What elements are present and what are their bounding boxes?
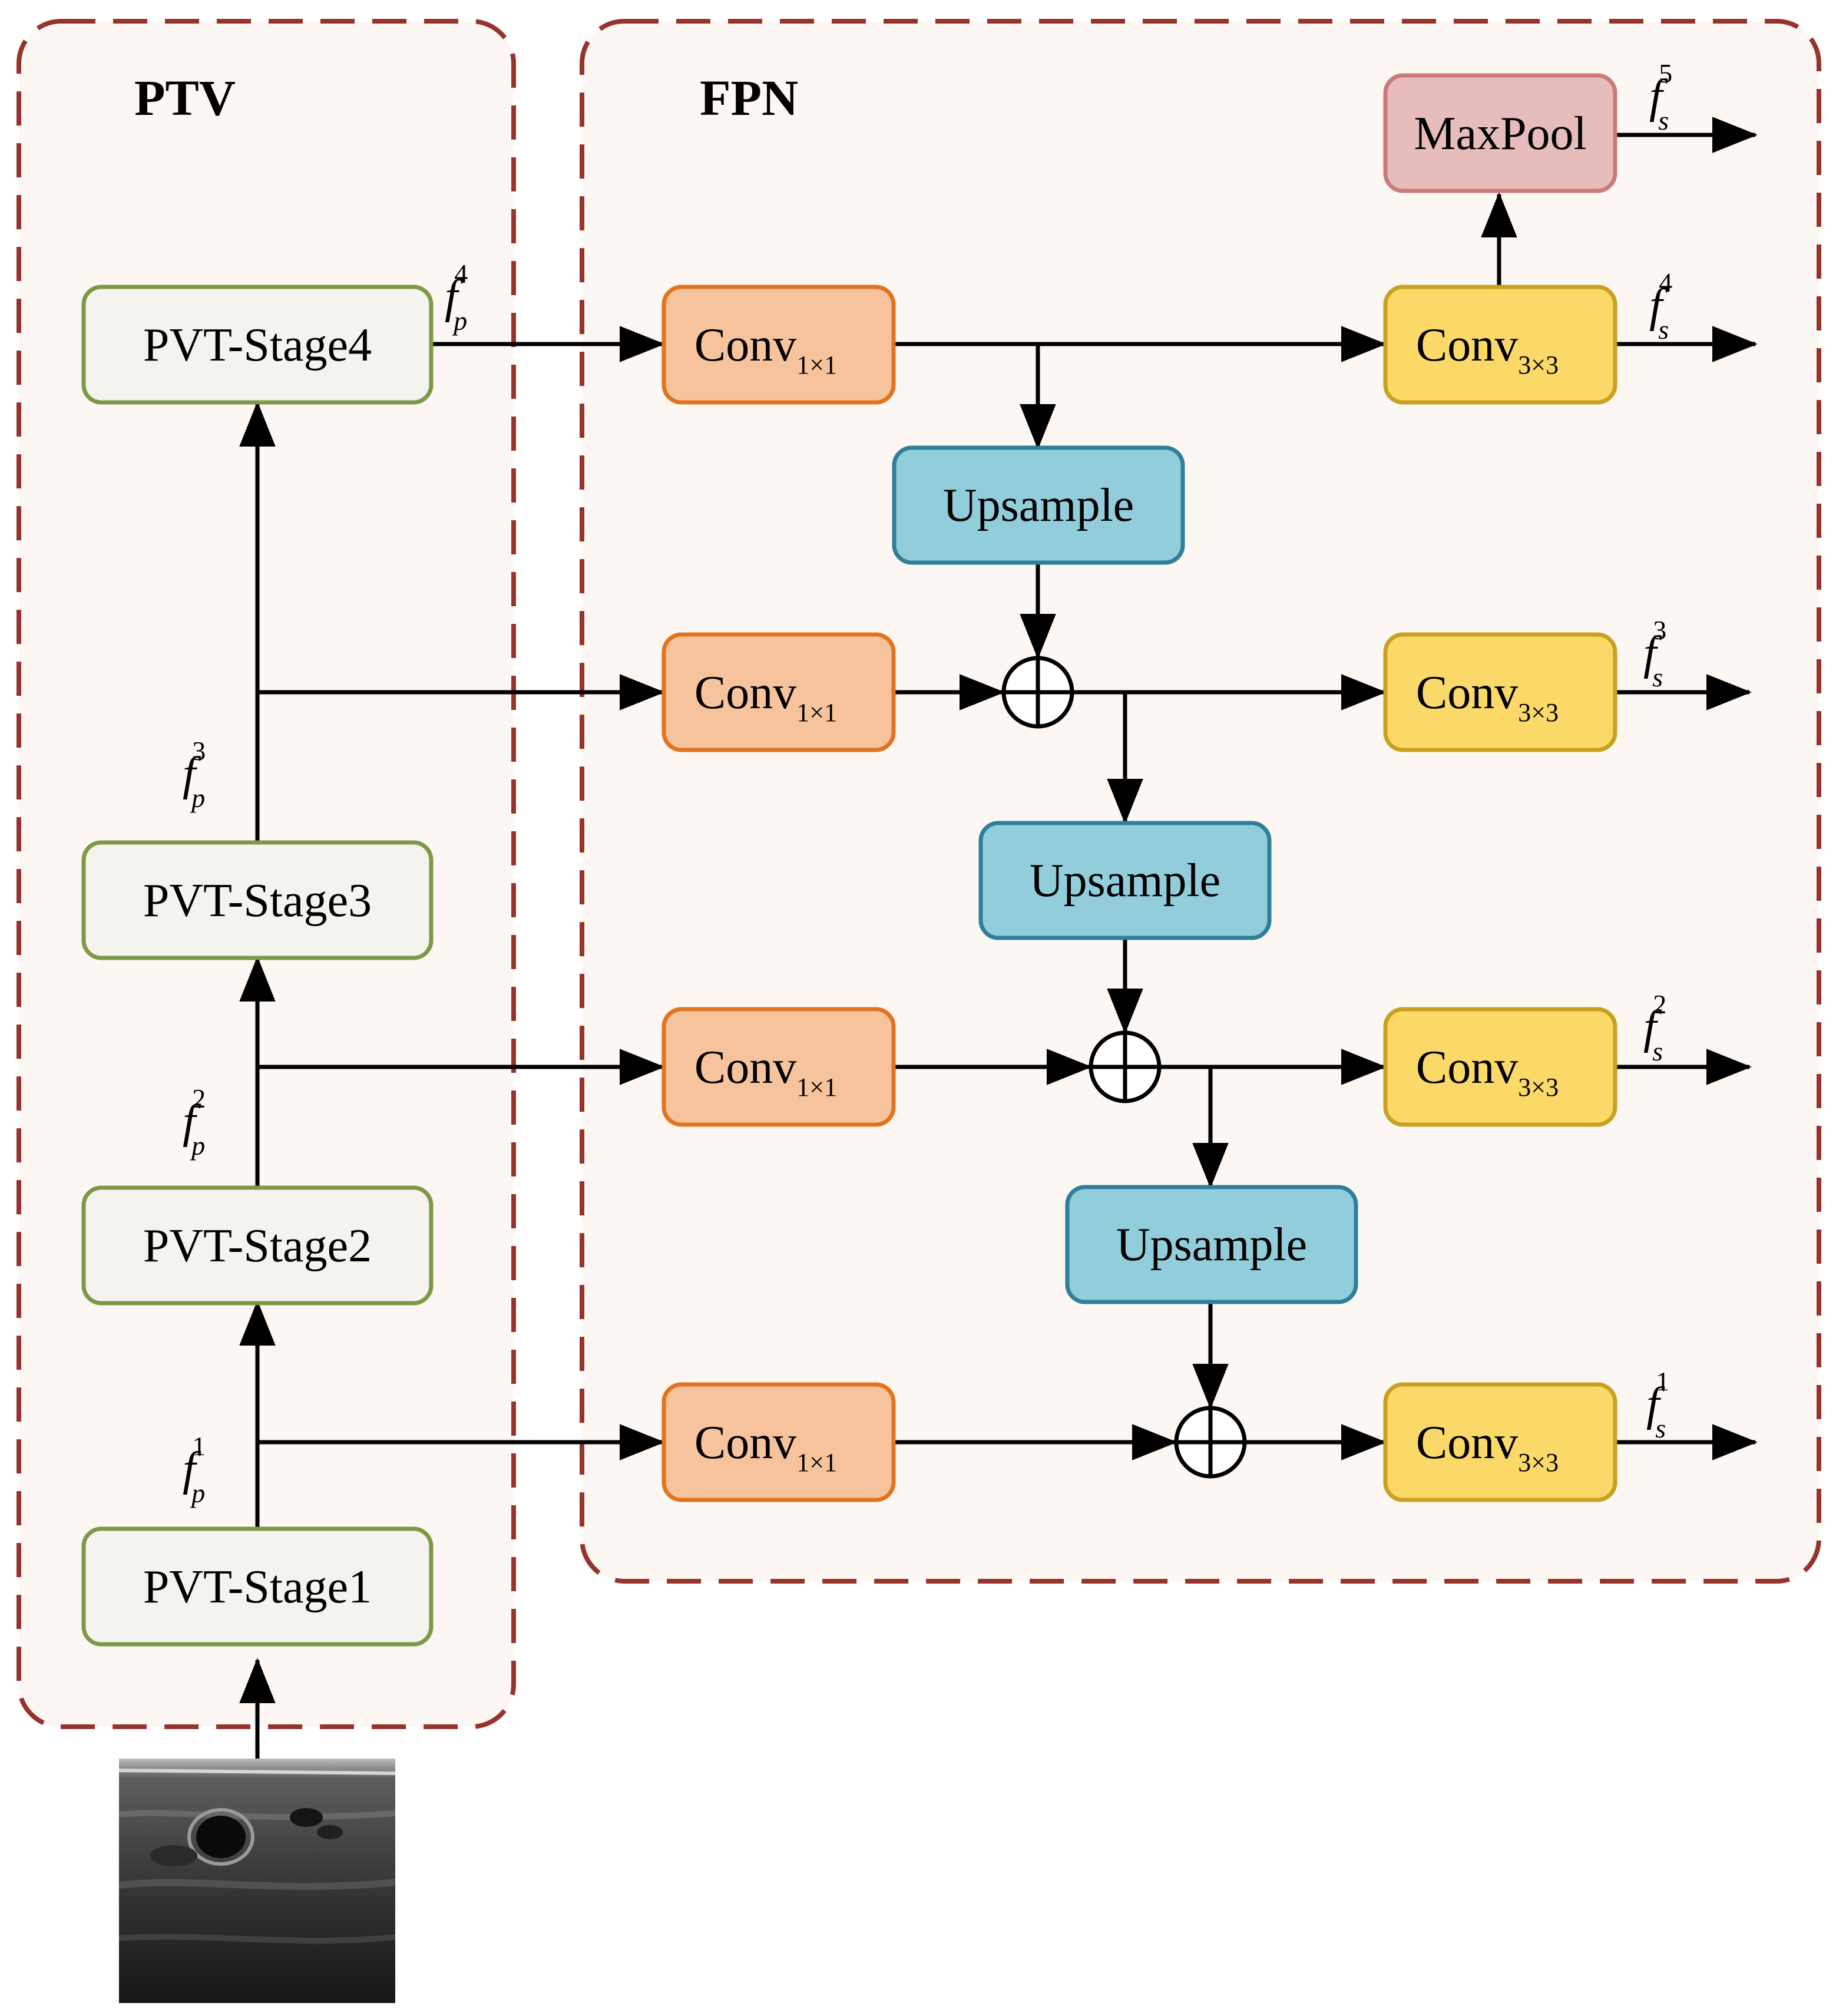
svg-text:Conv3×3: Conv3×3 — [1416, 1417, 1559, 1477]
upsample-level4-block: Upsample — [892, 445, 1185, 565]
svg-text:Conv1×1: Conv1×1 — [694, 1417, 837, 1477]
svg-text:Conv1×1: Conv1×1 — [694, 319, 837, 379]
svg-text:Conv1×1: Conv1×1 — [694, 667, 837, 727]
fpn-connections — [257, 117, 1758, 1460]
svg-text:Conv3×3: Conv3×3 — [1416, 319, 1559, 379]
conv1x1-level3-label: Conv — [694, 667, 796, 719]
conv1x1-level4-label: Conv — [694, 319, 796, 371]
conv3x3-level1-block: Conv3×3 — [1383, 1382, 1617, 1502]
conv3x3-level2-label: Conv — [1416, 1042, 1518, 1093]
conv1x1-level2-block: Conv1×1 — [661, 1007, 896, 1127]
conv3x3-level3-label: Conv — [1416, 667, 1518, 719]
upsample-level3-label: Upsample — [1030, 855, 1220, 907]
upsample-level2-label: Upsample — [1116, 1219, 1307, 1271]
svg-text:Conv1×1: Conv1×1 — [694, 1042, 837, 1102]
conv3x3-level3-block: Conv3×3 — [1383, 632, 1617, 752]
maxpool-block: MaxPool — [1383, 73, 1617, 193]
svg-text:Conv3×3: Conv3×3 — [1416, 667, 1559, 727]
pvt-stage3-label: PVT-Stage3 — [143, 875, 372, 927]
upsample-level3-block: Upsample — [978, 821, 1272, 940]
conv3x3-level1-label: Conv — [1416, 1417, 1518, 1469]
upsample-level2-block: Upsample — [1065, 1185, 1358, 1304]
conv1x1-level1-label: Conv — [694, 1417, 796, 1469]
conv1x1-level1-block: Conv1×1 — [661, 1382, 896, 1502]
conv3x3-level2-block: Conv3×3 — [1383, 1007, 1617, 1127]
conv3x3-level2-kernel: 3×3 — [1518, 1073, 1559, 1102]
pvt-stage1-label: PVT-Stage1 — [143, 1561, 372, 1613]
conv3x3-level3-kernel: 3×3 — [1518, 698, 1559, 727]
conv3x3-level4-block: Conv3×3 — [1383, 285, 1617, 405]
pvt-stage3-block: PVT-Stage3 — [81, 840, 434, 960]
maxpool-label: MaxPool — [1414, 108, 1586, 160]
add-node-level3 — [1001, 656, 1074, 729]
conv1x1-level2-kernel: 1×1 — [796, 1073, 837, 1102]
input-ultrasound-image — [118, 1759, 396, 2003]
conv1x1-level4-block: Conv1×1 — [661, 285, 896, 405]
add-node-level1 — [1174, 1406, 1247, 1479]
conv1x1-level1-kernel: 1×1 — [796, 1448, 837, 1477]
pvt-stage4-block: PVT-Stage4 — [81, 285, 434, 405]
svg-text:Conv3×3: Conv3×3 — [1416, 1042, 1559, 1102]
ptv-title: PTV — [134, 70, 236, 126]
pvt-stage1-block: PVT-Stage1 — [81, 1526, 434, 1647]
add-node-level2 — [1089, 1030, 1162, 1103]
conv1x1-level3-kernel: 1×1 — [796, 698, 837, 727]
pvt-stage2-label: PVT-Stage2 — [143, 1220, 372, 1272]
conv1x1-level2-label: Conv — [694, 1042, 796, 1093]
conv3x3-level4-kernel: 3×3 — [1518, 351, 1559, 379]
pvt-stage4-label: PVT-Stage4 — [143, 319, 372, 371]
upsample-level4-label: Upsample — [943, 480, 1134, 531]
conv3x3-level4-label: Conv — [1416, 319, 1518, 371]
conv3x3-level1-kernel: 3×3 — [1518, 1448, 1559, 1477]
fpn-panel: FPN — [580, 19, 1821, 1584]
conv1x1-level3-block: Conv1×1 — [661, 632, 896, 752]
conv1x1-level4-kernel: 1×1 — [796, 351, 837, 379]
fpn-title: FPN — [700, 70, 798, 126]
pvt-stage2-block: PVT-Stage2 — [81, 1185, 434, 1306]
